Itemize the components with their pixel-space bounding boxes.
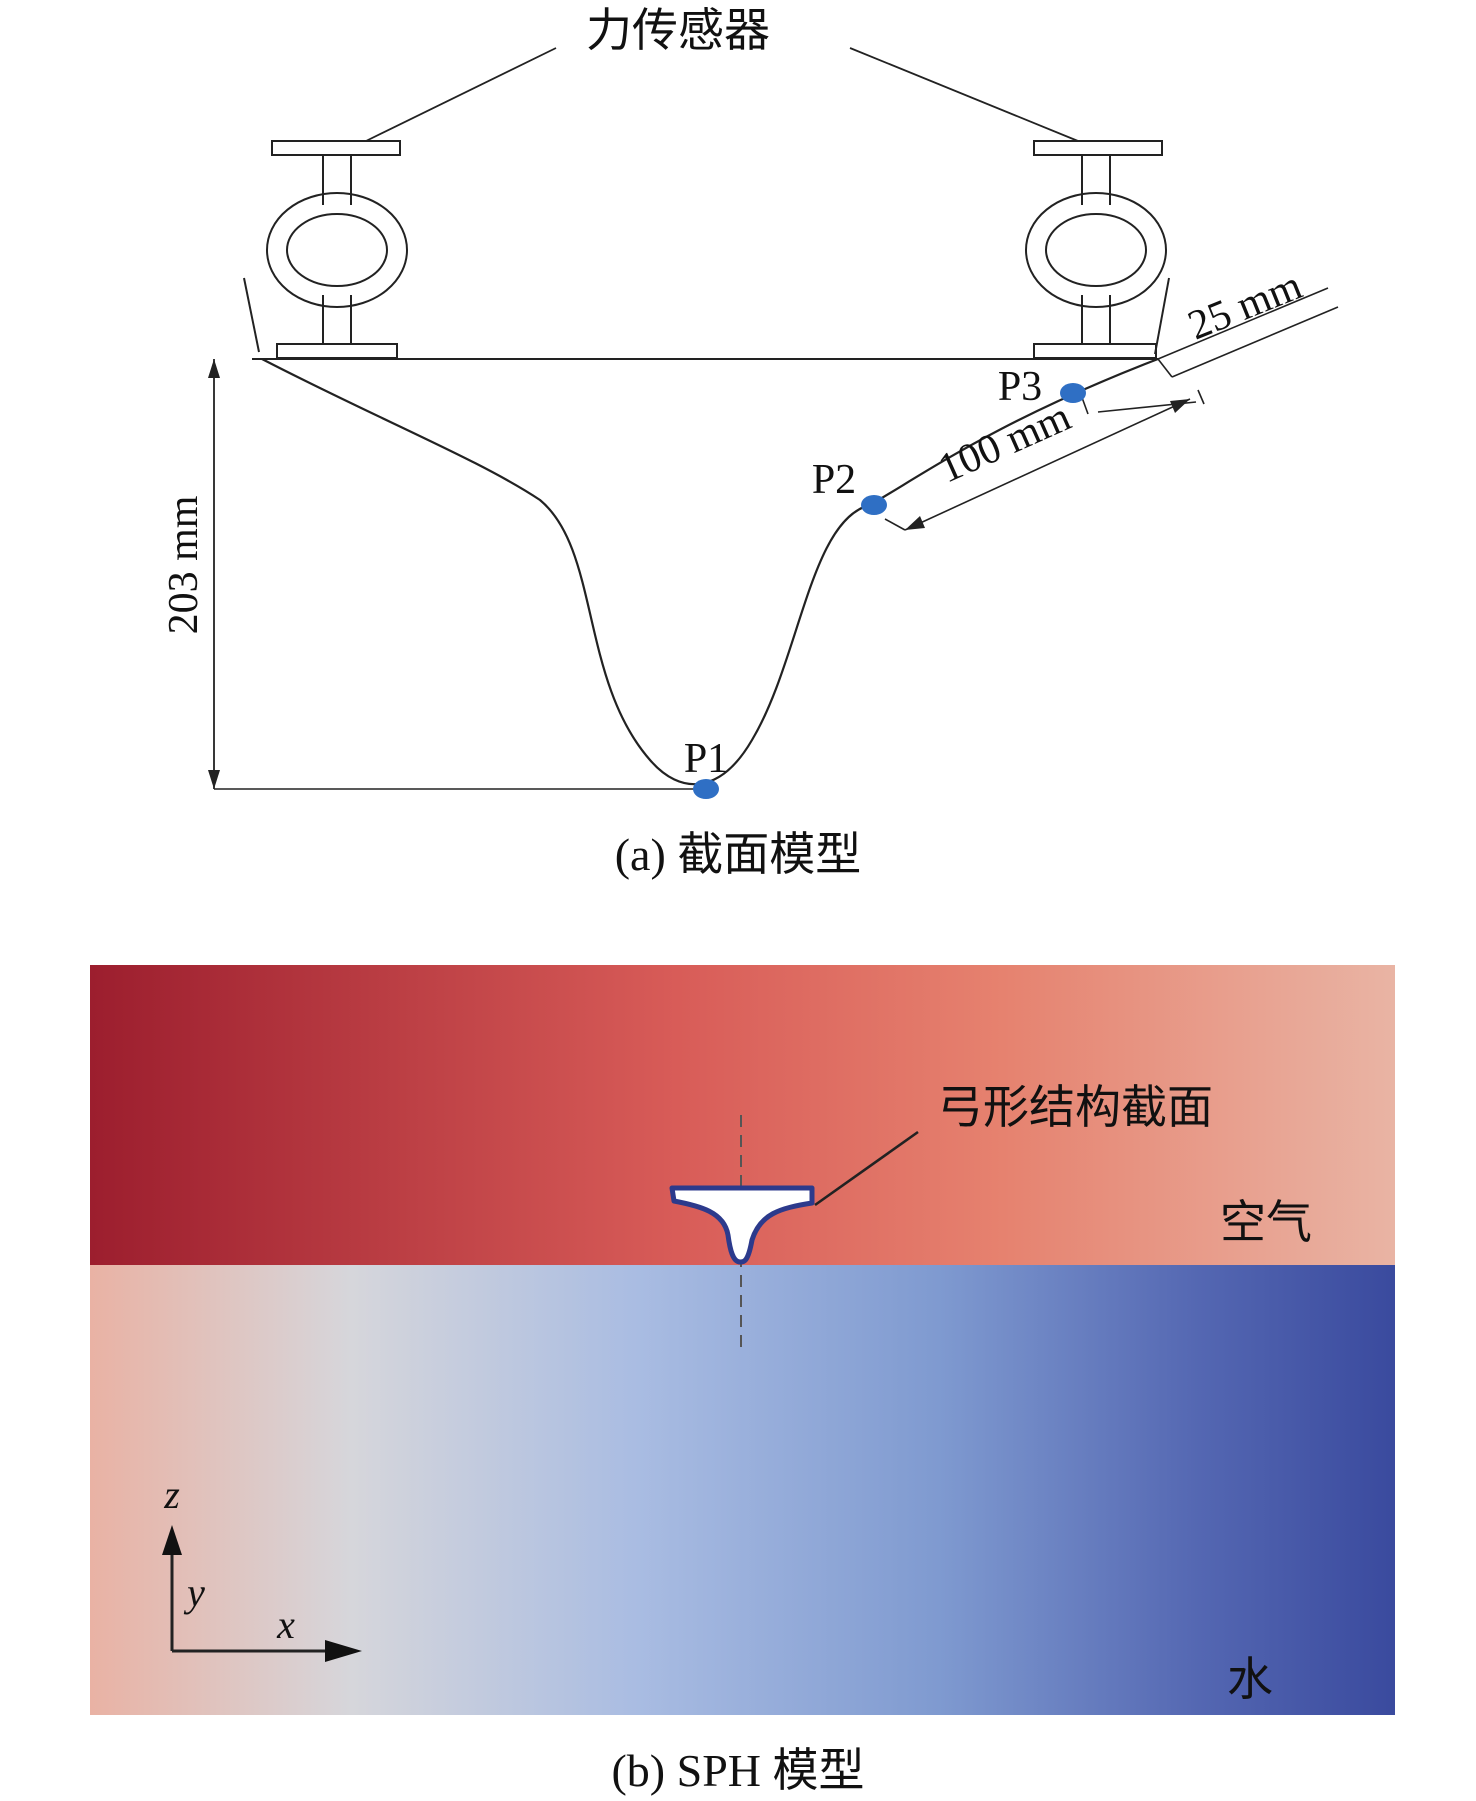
dimension-length: 100 mm: [884, 389, 1205, 531]
probe-points: P1 P2 P3: [684, 364, 1086, 799]
structure-leader-line: [814, 1130, 919, 1207]
panel-a-section-model: 力传感器 203 mm 25 mm 1: [161, 3, 1339, 880]
probe-label-p3: P3: [998, 364, 1042, 410]
water-region: [90, 1265, 1395, 1715]
axis-x-label: x: [276, 1602, 295, 1647]
thickness-dimension-text: 25 mm: [1182, 262, 1309, 349]
panel-b-sph-model: 弓形结构截面 空气 水 z y x (b) SPH 模型: [90, 965, 1395, 1796]
probe-point-p3: [1060, 383, 1086, 403]
force-sensor-right: [1025, 140, 1170, 359]
axis-y-label: y: [183, 1570, 205, 1615]
force-sensor-left: [243, 140, 408, 359]
caption-a: (a) 截面模型: [615, 829, 862, 880]
structure-label: 弓形结构截面: [937, 1080, 1213, 1134]
sensor-leader-lines: [365, 47, 1079, 142]
air-label: 空气: [1220, 1195, 1312, 1249]
axis-z-label: z: [163, 1472, 180, 1517]
dimension-thickness: 25 mm: [1157, 262, 1339, 378]
height-dimension-text: 203 mm: [161, 495, 207, 634]
probe-label-p1: P1: [684, 736, 728, 782]
water-label: 水: [1227, 1652, 1273, 1706]
force-sensor-label: 力传感器: [586, 3, 770, 57]
probe-point-p1: [693, 779, 719, 799]
dimension-height: 203 mm: [161, 359, 700, 790]
probe-label-p2: P2: [812, 457, 856, 503]
bow-structure-section: [669, 1185, 815, 1265]
caption-b: (b) SPH 模型: [611, 1745, 864, 1796]
probe-point-p2: [861, 495, 887, 515]
coordinate-axes: z y x: [162, 1472, 362, 1662]
